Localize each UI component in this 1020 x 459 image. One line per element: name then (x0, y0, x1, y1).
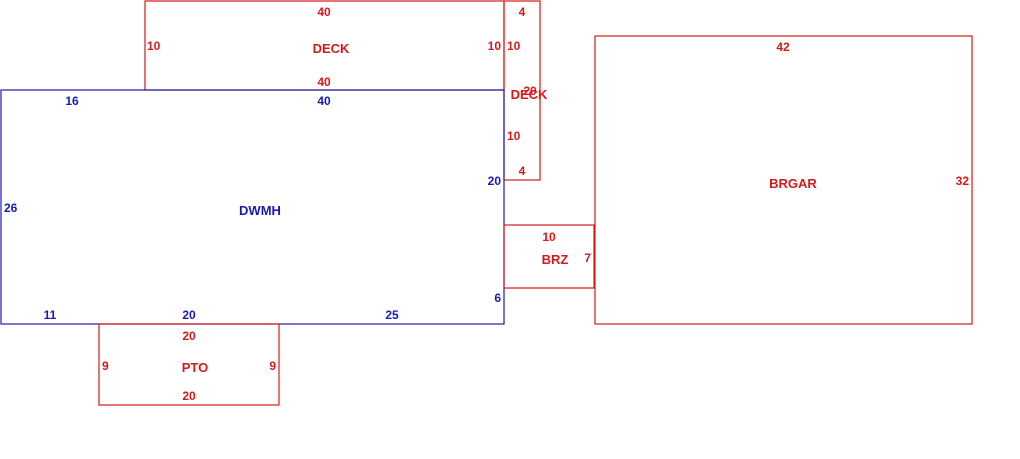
dwmh-dim-right: 20 (488, 174, 502, 188)
pto-dim-left: 9 (102, 359, 109, 373)
deck-top-dim-left: 10 (147, 39, 161, 53)
brgar-area: BRGAR 42 32 (594, 35, 973, 325)
brgar-outline (594, 35, 973, 325)
dwmh-dim-right-lower: 6 (494, 291, 501, 305)
dwmh-dim-bottom-center: 20 (182, 308, 196, 322)
pto-outline (98, 323, 280, 406)
deck-side-dim-upper: 10 (507, 39, 521, 53)
brgar-label: BRGAR (769, 176, 817, 191)
deck-side-dim-top: 4 (519, 5, 526, 19)
brz-dim-right: 7 (584, 251, 591, 265)
deck-side-area: DECK 20 4 10 10 4 (503, 0, 548, 181)
deck-side-dim-bottom: 4 (519, 164, 526, 178)
dwmh-area: DWMH 16 40 26 20 6 11 20 25 (0, 89, 505, 325)
dwmh-dim-top-left: 16 (65, 94, 79, 108)
deck-top-dim-top: 40 (317, 5, 331, 19)
pto-dim-bottom: 20 (182, 389, 196, 403)
deck-side-dim-lower: 10 (507, 129, 521, 143)
pto-label: PTO (182, 360, 209, 375)
dwmh-dim-top-center: 40 (317, 94, 331, 108)
deck-side-label-overlap: 20 (523, 84, 537, 98)
pto-dim-right: 9 (269, 359, 276, 373)
dwmh-label: DWMH (239, 203, 281, 218)
deck-top-dim-right: 10 (488, 39, 502, 53)
deck-top-dim-bottom: 40 (317, 75, 331, 89)
dwmh-dim-bottom-left: 11 (44, 308, 57, 322)
brgar-dim-top: 42 (776, 40, 790, 54)
deck-top-label: DECK (313, 41, 350, 56)
dwmh-dim-left: 26 (4, 201, 18, 215)
brz-dim-top: 10 (542, 230, 556, 244)
deck-top-area: DECK 40 40 10 10 (144, 0, 505, 91)
brz-outline (503, 224, 595, 289)
brgar-dim-right: 32 (956, 174, 970, 188)
brz-area: BRZ 10 7 (503, 224, 595, 289)
pto-dim-top: 20 (182, 329, 196, 343)
deck-side-label: DECK (511, 87, 548, 102)
pto-area: PTO 20 20 9 9 (98, 323, 280, 406)
dwmh-dim-bottom-right: 25 (385, 308, 399, 322)
brz-label: BRZ (542, 252, 569, 267)
